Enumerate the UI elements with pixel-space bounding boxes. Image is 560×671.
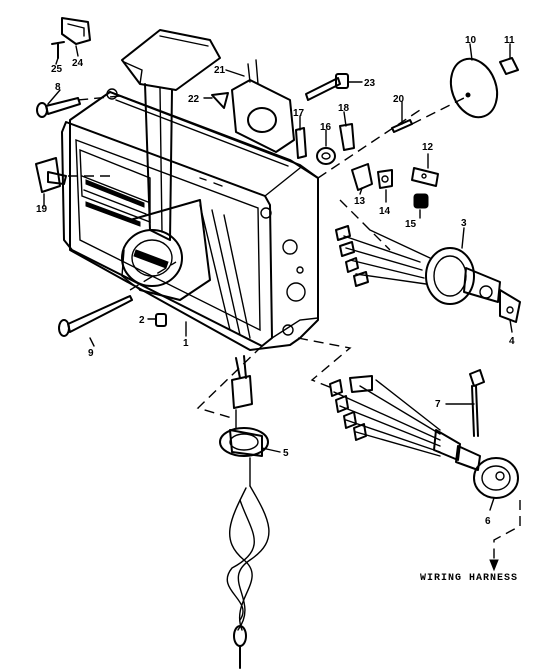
callout-2: 2 [139, 315, 145, 326]
callout-7: 7 [435, 399, 441, 410]
callout-9: 9 [88, 348, 94, 359]
part-13-cap [351, 163, 373, 191]
part-6-harness-connector [329, 375, 519, 499]
part-7-cable-tie [469, 369, 485, 437]
part-18-clip [339, 123, 355, 151]
callout-24: 24 [72, 58, 84, 69]
leader-lines [43, 43, 513, 511]
callout-12: 12 [422, 142, 434, 153]
callout-4: 4 [509, 336, 515, 347]
callout-14: 14 [379, 206, 391, 217]
callout-21: 21 [214, 65, 226, 76]
part-16-bushing [316, 147, 336, 165]
callout-5: 5 [283, 448, 289, 459]
wiring-harness-arrow [489, 559, 499, 572]
part-25-pin [51, 41, 65, 59]
part-17-spring [295, 127, 307, 159]
part-15-spring [413, 193, 429, 209]
callout-19: 19 [36, 204, 48, 215]
assembly-guide-lines [68, 95, 521, 560]
callout-15: 15 [405, 219, 417, 230]
part-4-key [499, 289, 521, 323]
part-23-bolt [305, 73, 349, 101]
part-10-disc [449, 57, 499, 119]
lanyard-cord [226, 485, 270, 669]
callout-23: 23 [364, 78, 376, 89]
callout-25: 25 [51, 64, 63, 75]
callout-10: 10 [465, 35, 477, 46]
callout-8: 8 [55, 82, 61, 93]
callout-22: 22 [188, 94, 200, 105]
callout-13: 13 [354, 196, 366, 207]
callout-1: 1 [183, 338, 189, 349]
part-11-nut [499, 57, 519, 75]
part-9-screw [58, 295, 133, 337]
callout-3: 3 [461, 218, 467, 229]
part-2-nut [155, 313, 167, 327]
part-5-stop-switch [219, 355, 269, 487]
part-21-plate [231, 59, 295, 153]
part-22-washer [211, 92, 229, 109]
part-12-plate [411, 167, 439, 187]
part-8-screw [36, 97, 81, 118]
part-19-bracket [35, 157, 67, 193]
part-24-clip [61, 17, 91, 45]
control-lever [121, 29, 221, 301]
callout-6: 6 [485, 516, 491, 527]
part-3-ignition-switch [335, 225, 501, 305]
callout-labels: 1 2 3 4 5 6 7 8 9 10 11 12 13 14 15 16 1… [36, 35, 518, 584]
callout-11: 11 [504, 35, 515, 46]
callout-17: 17 [293, 108, 305, 119]
callout-20: 20 [393, 94, 405, 105]
wiring-harness-caption: WIRING HARNESS [420, 573, 518, 584]
part-14-nut [377, 169, 393, 189]
control-box-housing [61, 88, 319, 351]
callout-16: 16 [320, 122, 332, 133]
callout-18: 18 [338, 103, 350, 114]
